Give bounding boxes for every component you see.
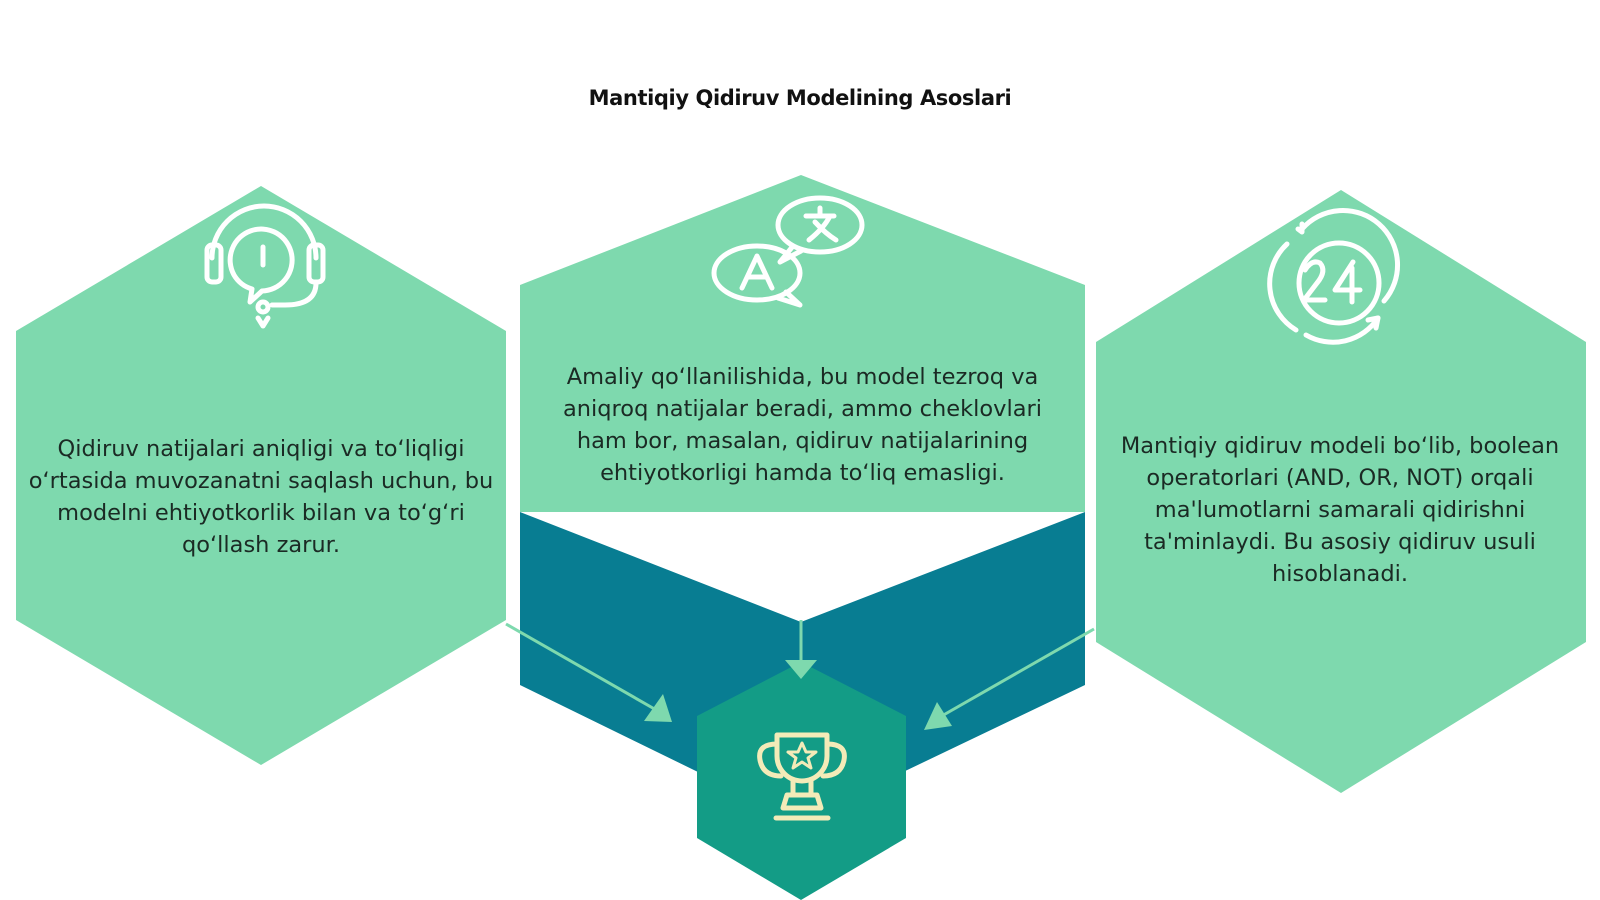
hexagon-right <box>1096 190 1586 793</box>
card-right-text: Mantiqiy qidiruv modeli bo‘lib, boolean … <box>1120 433 1560 587</box>
trophy-icon <box>757 732 847 821</box>
card-middle-text: Amaliy qo‘llanilishida, bu model tezroq … <box>562 364 1043 486</box>
hexagon-middle <box>520 175 1085 512</box>
arrow-left <box>505 622 672 722</box>
diagram-title: Mantiqiy Qidiruv Modelining Asoslari <box>588 86 1012 110</box>
arrow-right <box>924 627 1095 730</box>
hexagon-left <box>16 186 506 765</box>
24-hours-icon <box>1267 207 1401 345</box>
translate-icon <box>711 195 865 308</box>
arrow-middle <box>785 620 817 679</box>
card-left-text: Qidiruv natijalari aniqligi va to‘liqlig… <box>28 436 494 558</box>
headset-support-icon <box>204 203 326 329</box>
